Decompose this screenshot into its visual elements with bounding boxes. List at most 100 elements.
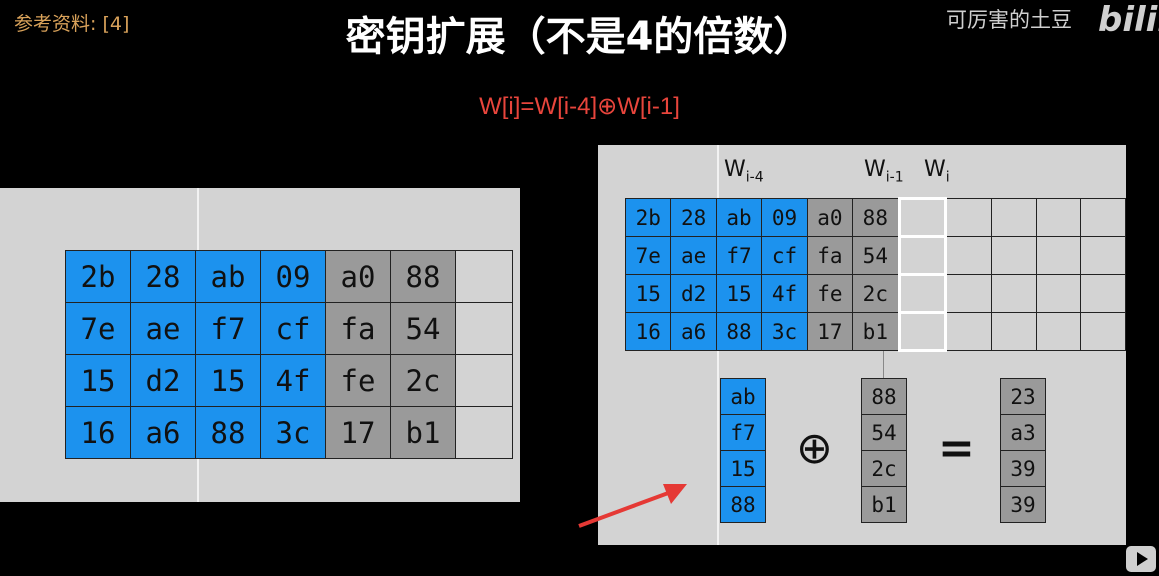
- empty-cell: [945, 198, 992, 237]
- column-cell: f7: [720, 414, 766, 451]
- grid-cell: 2c: [390, 354, 456, 407]
- grid-cell: 88: [390, 250, 456, 303]
- column-cell: ab: [720, 378, 766, 415]
- empty-cell: [455, 302, 513, 355]
- column-cell: 23: [1000, 378, 1046, 415]
- empty-cell: [455, 406, 513, 459]
- grid-cell: 15: [624, 274, 672, 313]
- grid-cell: fa: [325, 302, 391, 355]
- grid-cell: 17: [325, 406, 391, 459]
- column-row: 2c: [861, 450, 907, 487]
- grid-cell: 3c: [761, 312, 808, 351]
- empty-cell: [455, 250, 513, 303]
- grid-cell: ab: [715, 198, 763, 237]
- label-w-i-1: Wi-1: [864, 157, 904, 186]
- column-row: 23: [1000, 378, 1046, 415]
- empty-cell: [1035, 274, 1082, 313]
- formula: W[i]=W[i-4]⊕W[i-1]: [479, 93, 680, 120]
- grid-cell: fe: [325, 354, 391, 407]
- grid-cell: a0: [325, 250, 391, 303]
- grid-cell: 88: [715, 312, 763, 351]
- column-row: 54: [861, 414, 907, 451]
- grid-cell: fa: [806, 236, 854, 275]
- grid-cell: ae: [670, 236, 717, 275]
- grid-cell: d2: [670, 274, 717, 313]
- grid-cell: 7e: [624, 236, 672, 275]
- grid-cell: d2: [130, 354, 196, 407]
- grid-cell: 88: [852, 198, 900, 237]
- empty-cell: [990, 274, 1037, 313]
- label-w-i-4: Wi-4: [724, 157, 764, 186]
- divider-line: [883, 345, 884, 405]
- grid-cell: ab: [195, 250, 261, 303]
- grid-cell: 16: [65, 406, 131, 459]
- column-row: 88: [720, 486, 766, 523]
- grid-cell: f7: [195, 302, 261, 355]
- empty-cell: [1035, 236, 1082, 275]
- empty-cell: [945, 236, 992, 275]
- column-row: ab: [720, 378, 766, 415]
- grid-cell: b1: [390, 406, 456, 459]
- empty-cell: [897, 311, 948, 352]
- grid-cell: ae: [130, 302, 196, 355]
- grid-cell: fe: [806, 274, 854, 313]
- play-icon[interactable]: [1124, 540, 1159, 576]
- column-cell: a3: [1000, 414, 1046, 451]
- column-row: 39: [1000, 486, 1046, 523]
- grid-cell: 28: [130, 250, 196, 303]
- uploader-watermark: 可厉害的土豆: [946, 8, 1072, 32]
- empty-cell: [1080, 236, 1126, 275]
- column-cell: 54: [861, 414, 907, 451]
- empty-cell: [1080, 312, 1126, 351]
- grid-cell: 28: [670, 198, 717, 237]
- grid-cell: a0: [806, 198, 854, 237]
- empty-cell: [1080, 274, 1126, 313]
- grid-cell: 2c: [852, 274, 900, 313]
- grid-cell: 54: [852, 236, 900, 275]
- empty-cell: [455, 354, 513, 407]
- grid-cell: a6: [670, 312, 717, 351]
- red-arrow-icon: [578, 484, 687, 528]
- column-cell: 2c: [861, 450, 907, 487]
- bilibili-logo: bilib: [1098, 0, 1159, 40]
- column-row: 39: [1000, 450, 1046, 487]
- empty-cell: [945, 274, 992, 313]
- grid-cell: cf: [761, 236, 808, 275]
- reference-label: 参考资料: [4]: [14, 13, 130, 35]
- grid-cell: 16: [624, 312, 672, 351]
- empty-cell: [1080, 198, 1126, 237]
- grid-cell: 15: [715, 274, 763, 313]
- grid-cell: 54: [390, 302, 456, 355]
- grid-cell: cf: [260, 302, 326, 355]
- empty-cell: [897, 235, 948, 276]
- empty-cell: [897, 273, 948, 314]
- grid-cell: 88: [195, 406, 261, 459]
- grid-cell: b1: [852, 312, 900, 351]
- page-title: 密钥扩展（不是4的倍数）: [345, 14, 814, 60]
- grid-cell: 15: [195, 354, 261, 407]
- grid-cell: 3c: [260, 406, 326, 459]
- empty-cell: [990, 236, 1037, 275]
- grid-cell: 4f: [260, 354, 326, 407]
- equals-symbol: =: [938, 423, 975, 474]
- column-row: a3: [1000, 414, 1046, 451]
- column-row: b1: [861, 486, 907, 523]
- column-row: f7: [720, 414, 766, 451]
- column-cell: 15: [720, 450, 766, 487]
- column-cell: b1: [861, 486, 907, 523]
- grid-cell: 17: [806, 312, 854, 351]
- grid-cell: 4f: [761, 274, 808, 313]
- grid-cell: a6: [130, 406, 196, 459]
- empty-cell: [897, 197, 948, 238]
